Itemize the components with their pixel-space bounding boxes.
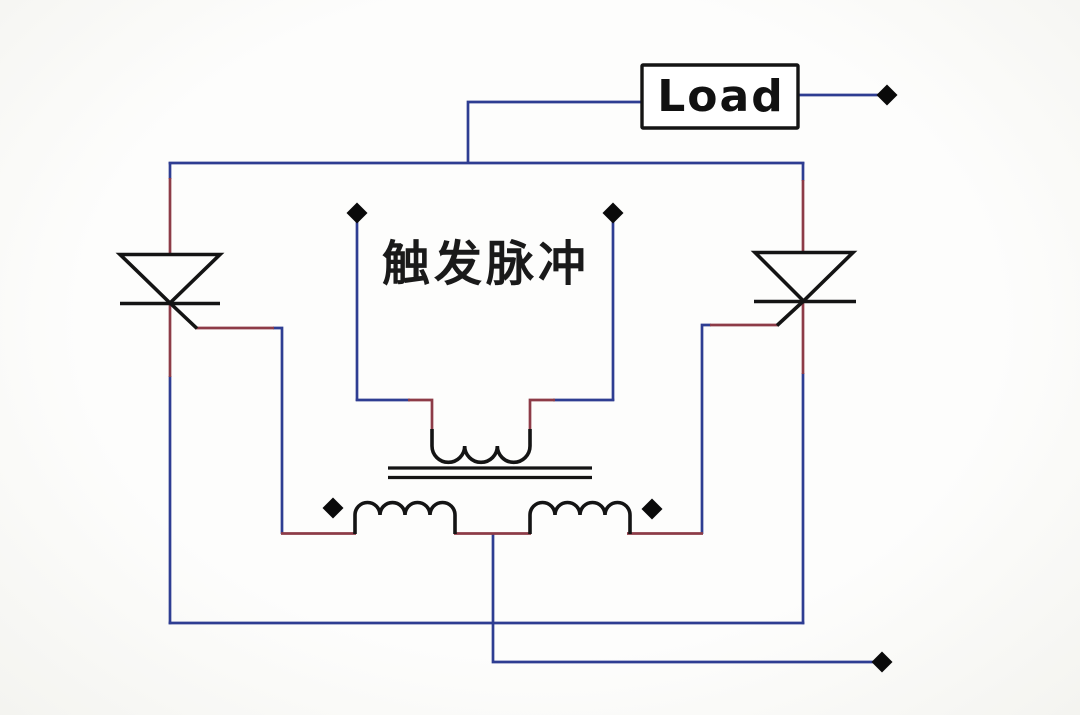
- red-wiring: [168, 178, 805, 535]
- right-thyristor: [750, 250, 858, 327]
- left-winding-polarity-dot: [322, 497, 344, 519]
- trigger-right-terminal: [602, 202, 624, 224]
- transformer-right-secondary-winding: [528, 500, 632, 534]
- transformer-left-secondary-winding: [353, 500, 457, 534]
- left-thyristor: [115, 252, 225, 330]
- load-left-wire: [466, 100, 642, 163]
- left-thyristor-gate-lead: [168, 301, 199, 330]
- right-gate-drop-wire: [700, 323, 711, 534]
- trigger-pulse-label: 触发脉冲: [382, 236, 590, 292]
- primary-right-lead: [528, 398, 555, 431]
- transformer-primary-winding: [430, 429, 532, 465]
- left-thyristor-triangle: [115, 252, 225, 306]
- right-thyristor-triangle: [750, 250, 858, 304]
- load-box: Load: [640, 63, 800, 130]
- center-tap-wire: [491, 534, 873, 664]
- terminals: [322, 84, 898, 673]
- load-output-terminal: [876, 84, 898, 106]
- right-thyristor-gate-lead: [775, 299, 805, 327]
- trigger-left-terminal: [346, 202, 368, 224]
- right-winding-polarity-dot: [641, 498, 663, 520]
- pulse-transformer: [353, 429, 632, 534]
- load-box-outline: [640, 63, 800, 130]
- center-tap-terminal: [871, 651, 893, 673]
- primary-left-lead: [408, 398, 434, 431]
- blue-wiring: [168, 93, 878, 664]
- load-label: Load: [657, 71, 784, 122]
- left-gate-drop-wire: [273, 326, 284, 534]
